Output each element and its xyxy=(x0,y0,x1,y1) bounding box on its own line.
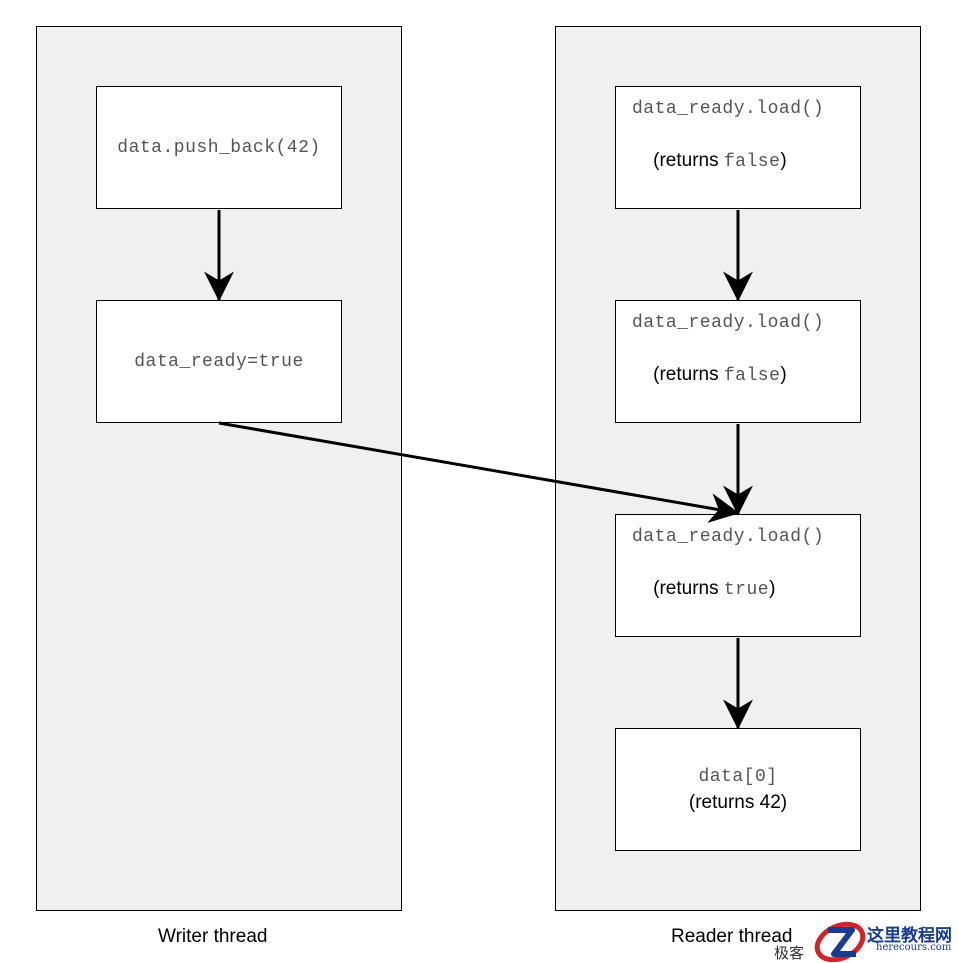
reader-step-read-data: data[0] (returns 42) xyxy=(615,728,861,851)
reader-step-load-1-code: data_ready.load() xyxy=(632,98,825,119)
reader-step-load-1-value: false xyxy=(723,151,781,172)
watermark-logo-icon xyxy=(814,921,866,962)
reader-step-load-2: data_ready.load() (returns false) xyxy=(615,300,861,423)
watermark-site-url: herecours.com xyxy=(876,942,952,953)
reader-step-load-3-suffix: ) xyxy=(769,577,776,599)
reader-step-load-1: data_ready.load() (returns false) xyxy=(615,86,861,209)
reader-step-load-3: data_ready.load() (returns true) xyxy=(615,514,861,637)
reader-step-load-1-suffix: ) xyxy=(780,149,787,171)
reader-step-load-2-code: data_ready.load() xyxy=(632,312,825,333)
reader-step-load-3-code: data_ready.load() xyxy=(632,526,825,547)
reader-step-load-1-prefix: (returns xyxy=(653,149,724,171)
reader-step-load-2-prefix: (returns xyxy=(653,363,724,385)
reader-step-load-2-suffix: ) xyxy=(780,363,787,385)
reader-step-load-3-prefix: (returns xyxy=(653,577,724,599)
reader-step-read-data-result: (returns 42) xyxy=(688,792,788,813)
writer-step-push-back-code: data.push_back(42) xyxy=(117,137,321,158)
watermark-site-name: 这里教程网 xyxy=(867,926,952,946)
writer-step-push-back: data.push_back(42) xyxy=(96,86,342,209)
watermark-cn-caption: 极客 xyxy=(774,944,805,962)
reader-step-read-data-code: data[0] xyxy=(698,767,778,787)
reader-thread-label: Reader thread xyxy=(671,926,793,947)
writer-step-set-ready-code: data_ready=true xyxy=(134,351,304,372)
site-watermark: 这里教程网 herecours.com 极客 xyxy=(772,918,956,962)
writer-step-set-ready: data_ready=true xyxy=(96,300,342,423)
writer-thread-label: Writer thread xyxy=(158,926,268,947)
reader-step-load-2-value: false xyxy=(723,365,781,386)
reader-step-load-3-value: true xyxy=(723,579,770,600)
